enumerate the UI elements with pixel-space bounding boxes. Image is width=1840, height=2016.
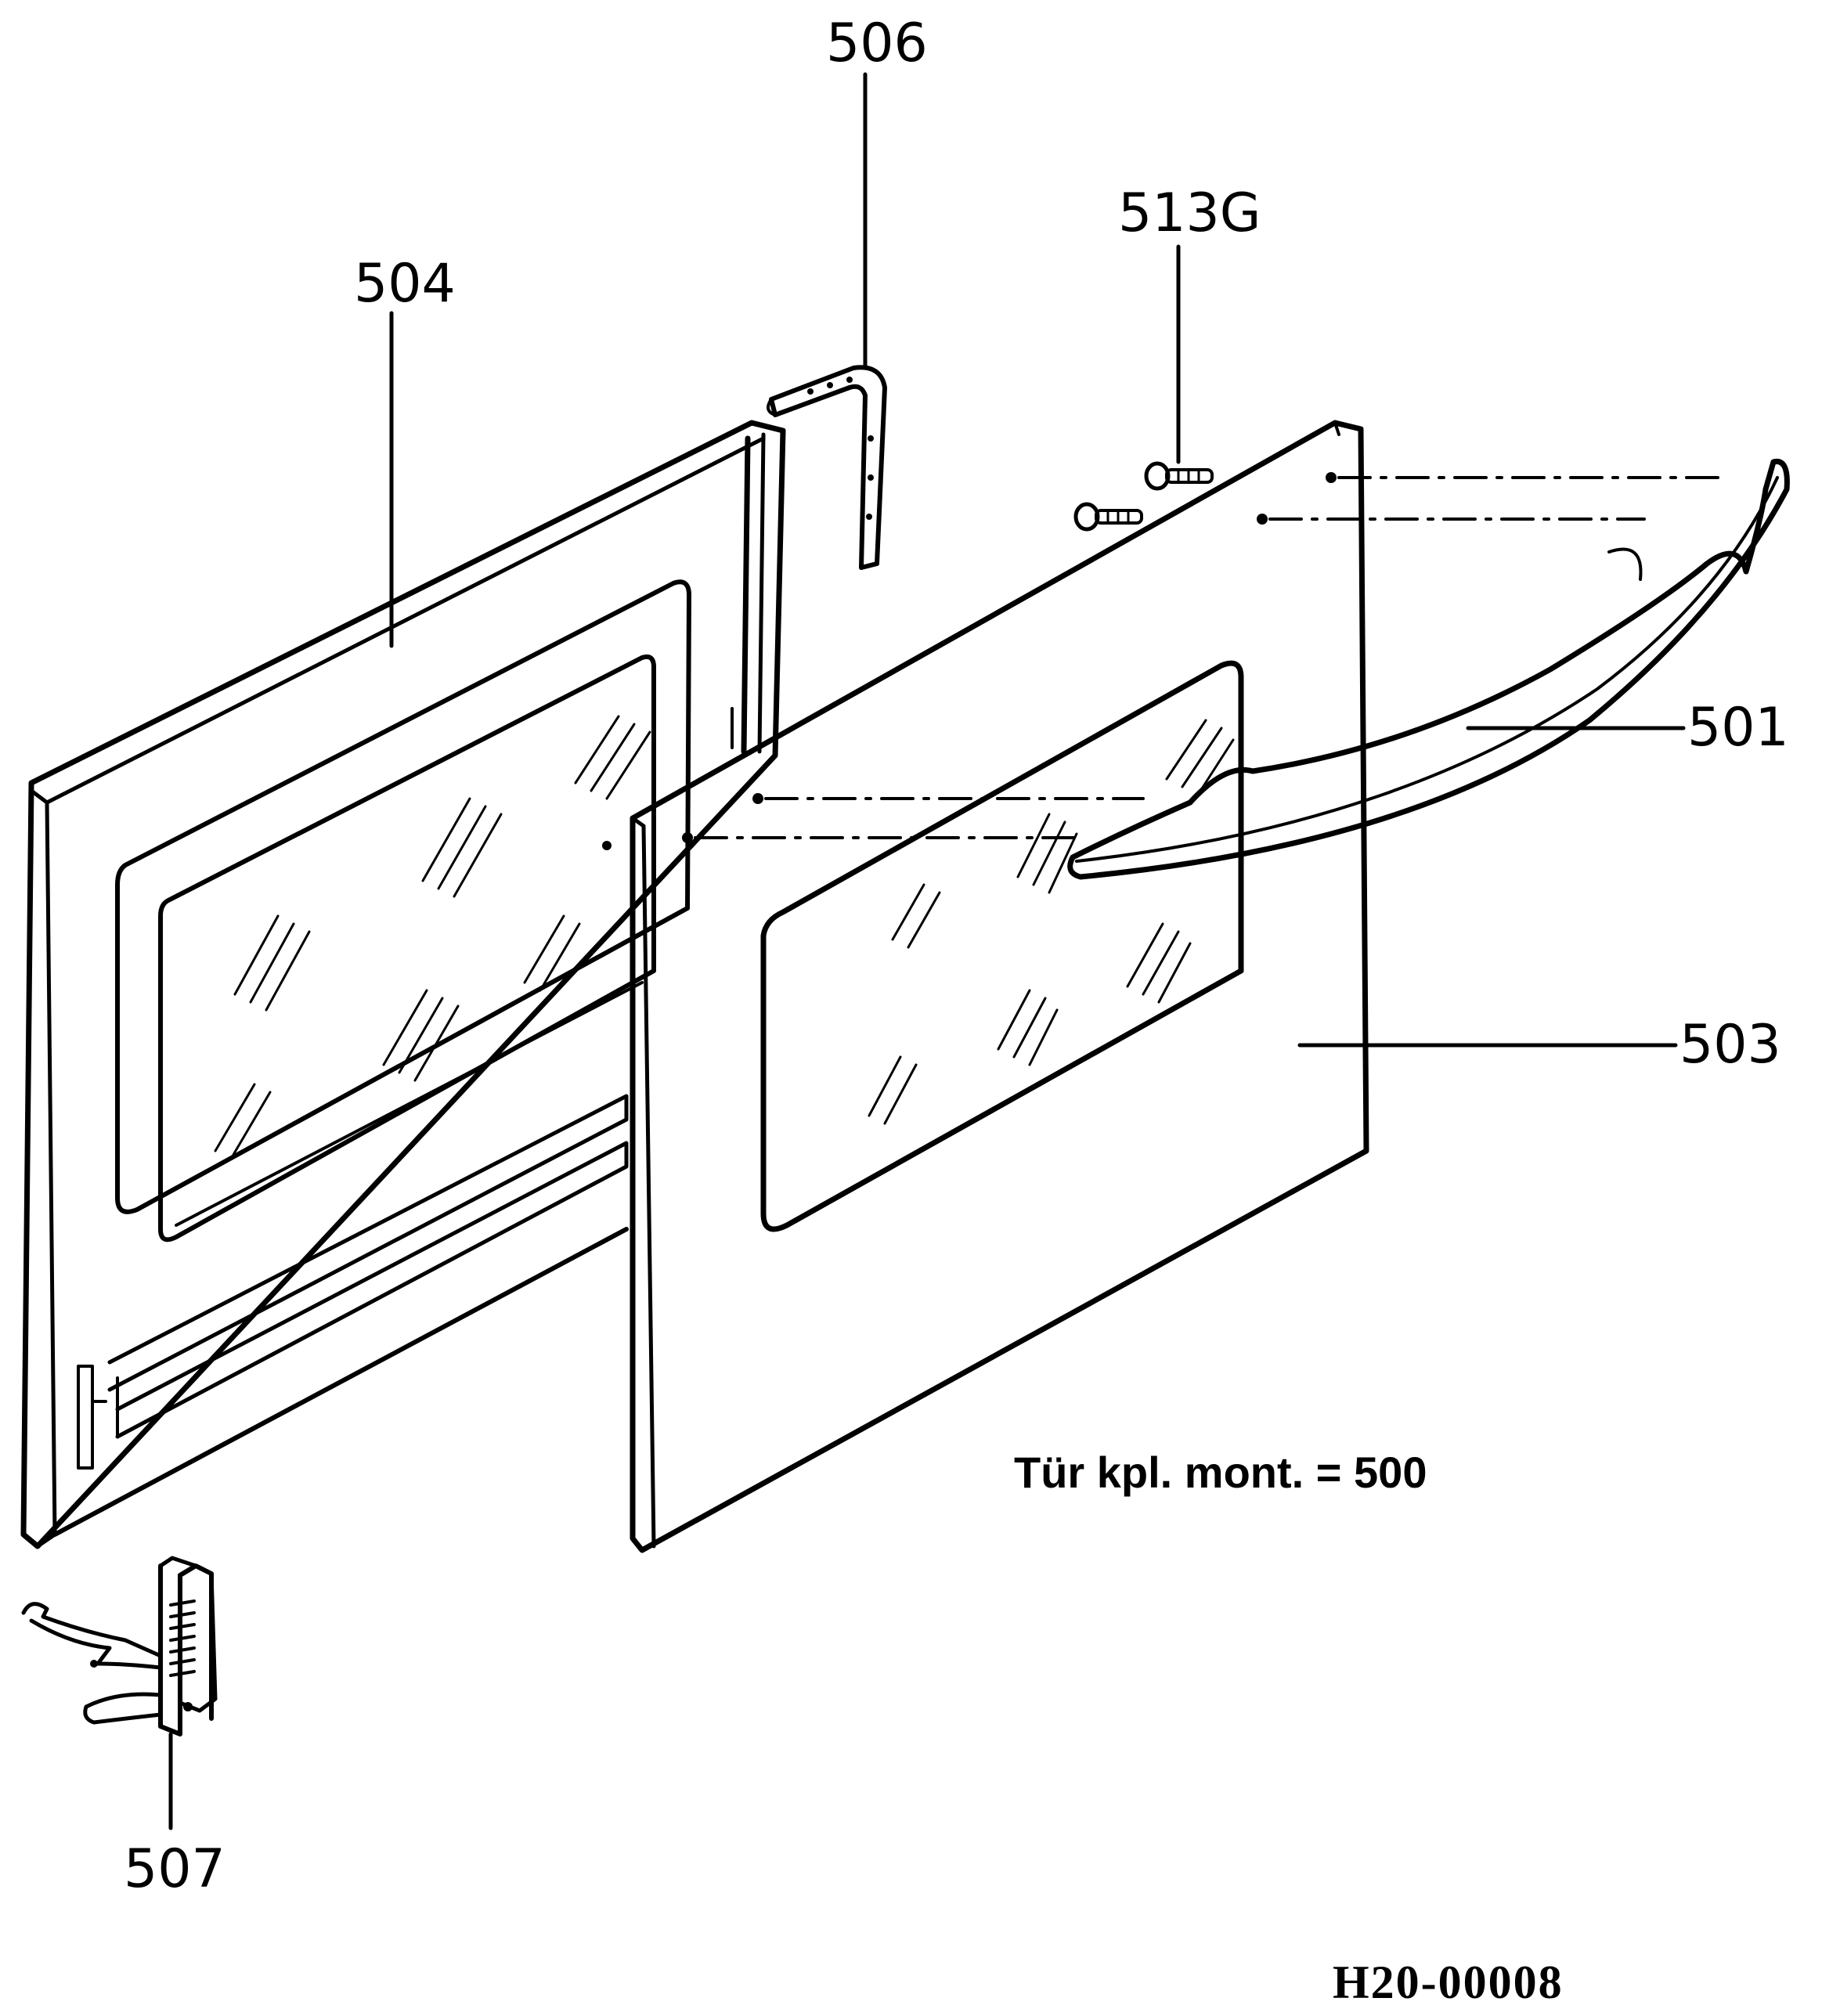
door-handle-501 — [1067, 458, 1790, 880]
door-seal-506 — [767, 365, 887, 570]
leader-lines — [168, 72, 1686, 1830]
label-501: 501 — [1687, 697, 1789, 759]
drawing-code: H20-00008 — [1333, 1956, 1564, 2008]
label-506: 506 — [826, 13, 928, 74]
label-504: 504 — [354, 253, 456, 315]
screws-513g — [1073, 461, 1214, 532]
label-507: 507 — [124, 1838, 225, 1900]
inner-door-panel-504 — [20, 420, 786, 1549]
label-513g: 513G — [1118, 182, 1261, 244]
alignment-lines — [694, 476, 1728, 839]
hinge-507 — [21, 1556, 218, 1737]
outer-door-panel-503 — [630, 420, 1369, 1553]
assembly-note: Tür kpl. mont. = 500 — [1014, 1448, 1427, 1497]
label-503: 503 — [1679, 1014, 1781, 1076]
